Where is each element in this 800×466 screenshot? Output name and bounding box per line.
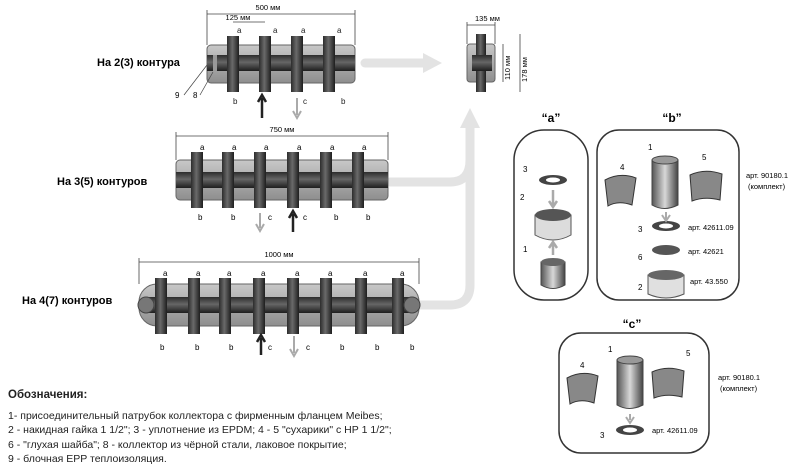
legend-title: Обозначения: xyxy=(8,389,88,401)
row2-label: На 3(5) контуров xyxy=(57,176,148,188)
detail-a-panel: “a” xyxy=(513,111,589,301)
detail-b-art-3: арт. 42611.09 xyxy=(688,223,734,232)
row1-dim-pitch: 125 мм xyxy=(226,13,251,22)
port-b: b xyxy=(341,97,346,106)
detail-b-num-6: 6 xyxy=(638,253,643,262)
detail-a-num-3: 3 xyxy=(523,165,528,174)
port-b: b xyxy=(195,343,200,352)
detail-c-title: “c” xyxy=(623,317,642,331)
detail-b-art-kit: арт. 90180.1 xyxy=(746,171,788,180)
flow-arrows xyxy=(360,58,475,310)
legend-line: 9 - блочная EPP теплоизоляция. xyxy=(8,452,167,465)
row3-dim-total: 1000 мм xyxy=(264,250,293,259)
side-dim-width: 135 мм xyxy=(475,14,500,23)
port-a: a xyxy=(363,269,368,278)
port-b: b xyxy=(334,213,339,222)
port-b: b xyxy=(233,97,238,106)
port-c: c xyxy=(268,343,272,352)
port-a: a xyxy=(237,26,242,35)
port-a: a xyxy=(273,26,278,35)
legend-line: 6 - "глухая шайба"; 8 - коллектор из чёр… xyxy=(8,438,347,451)
detail-b-num-3: 3 xyxy=(638,225,643,234)
port-c: c xyxy=(303,97,307,106)
detail-c-num-3: 3 xyxy=(600,431,605,440)
detail-b-art-kit-note: (комплект) xyxy=(748,182,786,191)
port-a: a xyxy=(301,26,306,35)
detail-c-art-3: арт. 42611.09 xyxy=(652,426,698,435)
port-a: a xyxy=(196,269,201,278)
port-a: a xyxy=(264,143,269,152)
port-c: c xyxy=(303,213,307,222)
detail-c-num-5: 5 xyxy=(686,349,691,358)
row1-dim-total: 500 мм xyxy=(256,3,281,12)
side-dim-inner: 110 мм xyxy=(503,56,512,80)
port-b: b xyxy=(198,213,203,222)
detail-c-art-kit: арт. 90180.1 xyxy=(718,373,760,382)
port-c: c xyxy=(268,213,272,222)
port-b: b xyxy=(366,213,371,222)
port-b: b xyxy=(340,343,345,352)
port-a: a xyxy=(200,143,205,152)
detail-c-num-1: 1 xyxy=(608,345,613,354)
port-a: a xyxy=(330,143,335,152)
manifold-3-5 xyxy=(175,152,389,208)
callout-9: 9 xyxy=(175,91,180,100)
manifold-4-7 xyxy=(137,278,421,334)
port-a: a xyxy=(232,143,237,152)
row2-dim-total: 750 мм xyxy=(270,125,295,134)
detail-b-art-2: арт. 43.550 xyxy=(690,277,728,286)
legend: Обозначения: 1- присоединительный патруб… xyxy=(8,388,568,466)
port-b: b xyxy=(410,343,415,352)
callout-8: 8 xyxy=(193,91,198,100)
port-c: c xyxy=(306,343,310,352)
port-a: a xyxy=(328,269,333,278)
port-a: a xyxy=(227,269,232,278)
port-b: b xyxy=(375,343,380,352)
port-a: a xyxy=(400,269,405,278)
port-b: b xyxy=(160,343,165,352)
detail-a-num-2: 2 xyxy=(520,193,525,202)
port-a: a xyxy=(297,143,302,152)
detail-a-title: “a” xyxy=(542,111,561,125)
side-dim-outer: 178 мм xyxy=(520,57,529,82)
port-b: b xyxy=(231,213,236,222)
detail-b-panel: “b” xyxy=(596,111,740,301)
port-a: a xyxy=(362,143,367,152)
detail-b-num-4: 4 xyxy=(620,163,625,172)
detail-c-art-kit-note: (комплект) xyxy=(720,384,758,393)
detail-b-num-5: 5 xyxy=(702,153,707,162)
detail-b-title: “b” xyxy=(662,111,681,125)
legend-line: 1- присоединительный патрубок коллектора… xyxy=(8,410,383,423)
detail-b-art-6: арт. 42621 xyxy=(688,247,724,256)
detail-c-num-4: 4 xyxy=(580,361,585,370)
detail-b-num-2: 2 xyxy=(638,283,643,292)
row1-label: На 2(3) контура xyxy=(97,57,181,69)
manifold-2-3 xyxy=(206,36,356,92)
row3-label: На 4(7) контуров xyxy=(22,295,113,307)
detail-a-num-1: 1 xyxy=(523,245,528,254)
detail-c-panel: “c” xyxy=(558,317,710,454)
legend-line: 2 - накидная гайка 1 1/2"; 3 - уплотнени… xyxy=(8,424,392,437)
port-a: a xyxy=(337,26,342,35)
manifold-side-view xyxy=(466,34,496,92)
port-b: b xyxy=(229,343,234,352)
port-a: a xyxy=(163,269,168,278)
detail-b-num-1: 1 xyxy=(648,143,653,152)
port-a: a xyxy=(261,269,266,278)
port-a: a xyxy=(295,269,300,278)
